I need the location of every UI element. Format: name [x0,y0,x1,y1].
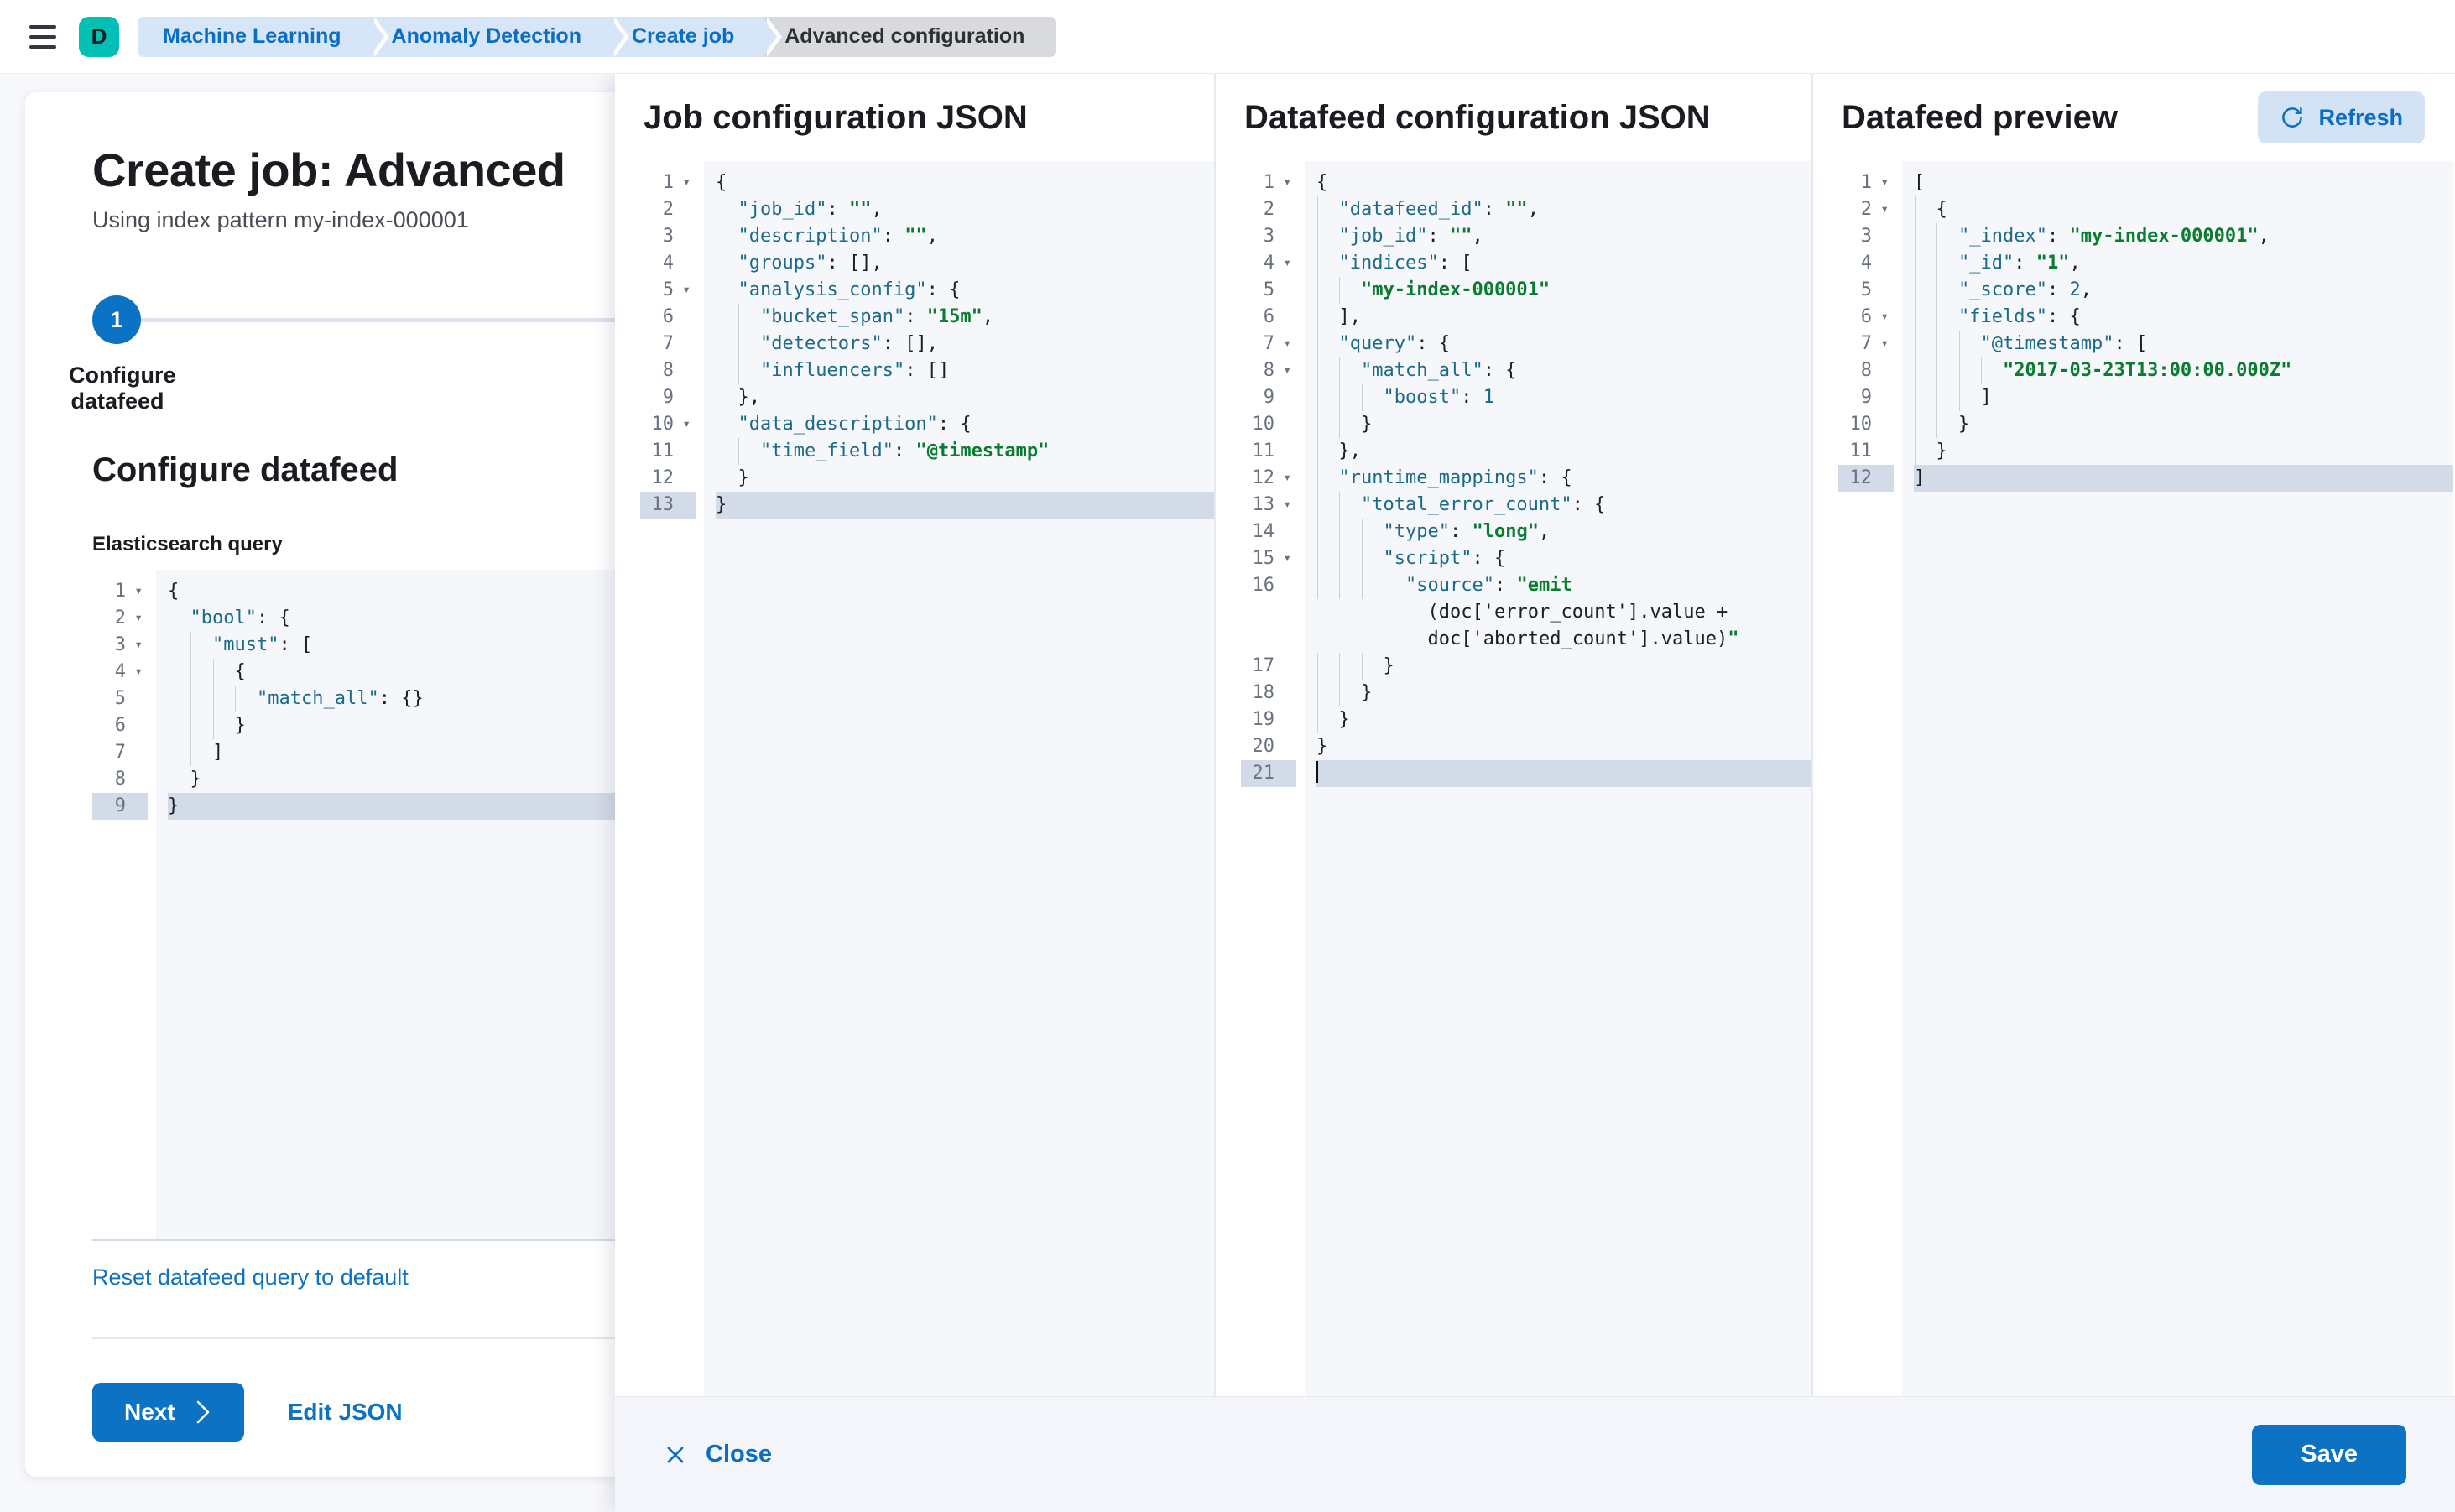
job-configuration-column: Job configuration JSON 12345678910111213… [615,74,1214,1396]
save-button[interactable]: Save [2252,1424,2406,1485]
section-title: Configure datafeed [92,451,399,488]
next-button[interactable]: Next [92,1383,244,1442]
job-configuration-editor[interactable]: 12345678910111213 { "job_id": "", "descr… [615,161,1214,1396]
close-button[interactable]: Close [664,1441,772,1468]
editor-code[interactable]: { "job_id": "", "description": "", "grou… [704,161,1214,1396]
job-configuration-title: Job configuration JSON [644,98,1028,136]
chevron-right-icon [194,1400,212,1425]
datafeed-configuration-column: Datafeed configuration JSON 123456789101… [1214,74,1811,1396]
reset-datafeed-query-link[interactable]: Reset datafeed query to default [92,1264,409,1290]
editor-gutter: 12345678910111213 [640,161,704,1396]
space-avatar[interactable]: D [79,16,119,57]
editor-gutter: 123456789101112 [1838,161,1902,1396]
refresh-icon [2280,105,2305,130]
close-button-label: Close [706,1441,772,1468]
breadcrumb: Machine Learning Anomaly Detection Creat… [138,16,1057,57]
editor-code[interactable]: { "datafeed_id": "", "job_id": "", "indi… [1305,161,1811,1396]
datafeed-preview-editor[interactable]: 123456789101112 [ { "_index": "my-index-… [1813,161,2453,1396]
advanced-configuration-flyout: Job configuration JSON 12345678910111213… [615,74,2455,1512]
elasticsearch-query-label: Elasticsearch query [92,533,283,555]
page-subtitle: Using index pattern my-index-000001 [92,207,469,232]
flyout-footer: Close Save [615,1396,2455,1512]
step-1-label: Configure datafeed [69,362,176,414]
editor-code[interactable]: [ { "_index": "my-index-000001", "_id": … [1902,161,2453,1396]
next-button-label: Next [124,1399,175,1425]
datafeed-preview-title: Datafeed preview [1842,98,2119,136]
edit-json-button[interactable]: Edit JSON [287,1399,403,1425]
breadcrumb-item-machine-learning[interactable]: Machine Learning [138,16,389,57]
refresh-button[interactable]: Refresh [2258,91,2425,143]
code-editor[interactable]: 123456789101112 [ { "_index": "my-index-… [1838,161,2453,1396]
top-navigation-bar: D Machine Learning Anomaly Detection Cre… [0,0,2455,74]
close-x-icon [664,1443,687,1467]
breadcrumb-item-advanced-configuration[interactable]: Advanced configuration [751,16,1057,57]
code-editor[interactable]: 12345678910111213 { "job_id": "", "descr… [640,161,1214,1396]
datafeed-configuration-title: Datafeed configuration JSON [1244,98,1711,136]
editor-gutter: 123456789 [92,570,156,1239]
step-1-circle[interactable]: 1 [92,295,141,344]
hamburger-menu-icon[interactable] [25,19,60,55]
page-title: Create job: Advanced [92,143,566,196]
breadcrumb-item-anomaly-detection[interactable]: Anomaly Detection [357,16,630,57]
datafeed-preview-column: Datafeed preview Refresh 123456789101112… [1811,74,2453,1396]
refresh-button-label: Refresh [2318,104,2403,130]
